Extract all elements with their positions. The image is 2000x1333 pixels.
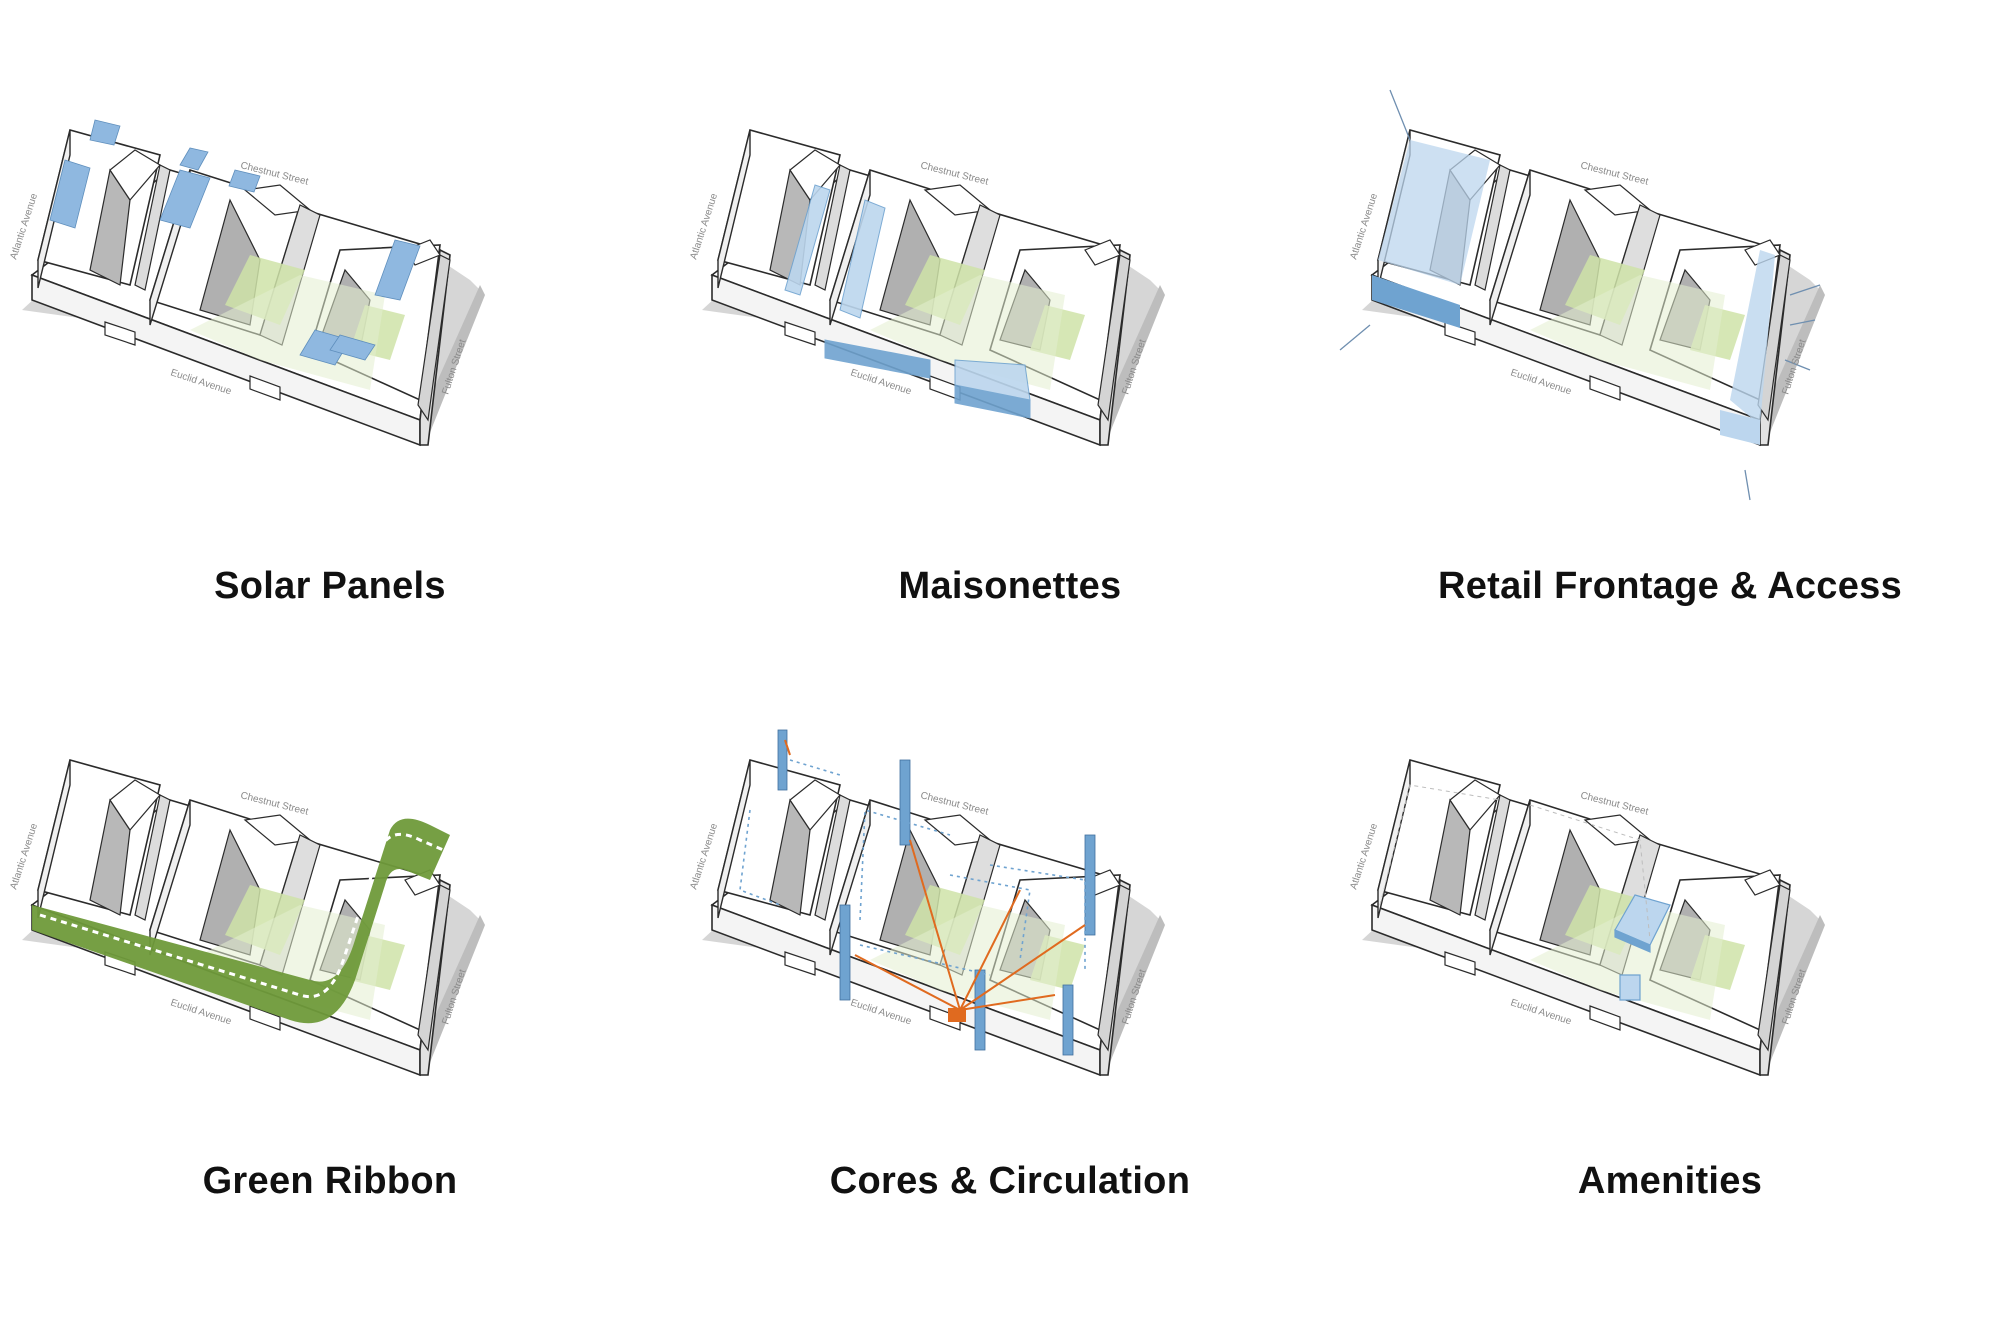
panel-cores-circulation: Chestnut Street Atlantic Avenue Euclid A… [688,690,1330,1210]
access-arrows-orange [784,739,1086,1011]
massing-diagram-retail: Chestnut Street Atlantic Avenue Euclid A… [1339,89,1826,501]
massing-diagram-amenities: Chestnut Street Atlantic Avenue Euclid A… [1348,759,1826,1076]
panel-title: Green Ribbon [202,1160,458,1202]
panel-title: Cores & Circulation [829,1160,1191,1202]
massing-diagram-maisonettes: Chestnut Street Atlantic Avenue Euclid A… [688,129,1166,446]
svg-text:Chestnut Street: Chestnut Street [1579,790,1649,818]
panel-title: Maisonettes [898,565,1122,607]
svg-text:Atlantic Avenue: Atlantic Avenue [1348,822,1380,891]
massing-diagram-green-ribbon: Chestnut Street Atlantic Avenue Euclid A… [8,759,486,1076]
svg-text:Atlantic Avenue: Atlantic Avenue [8,822,40,891]
svg-text:Chestnut Street: Chestnut Street [1579,160,1649,188]
massing-diagram-solar: Chestnut Street Atlantic Avenue Euclid A… [8,119,486,446]
svg-text:Atlantic Avenue: Atlantic Avenue [688,822,720,891]
svg-text:Chestnut Street: Chestnut Street [239,790,309,818]
dashed-outlines [1379,784,1651,941]
panel-green-ribbon: Chestnut Street Atlantic Avenue Euclid A… [8,690,650,1210]
circulation-paths [739,759,1086,976]
panel-title: Retail Frontage & Access [1437,565,1903,607]
panel-title: Amenities [1577,1160,1763,1202]
panel-title: Solar Panels [214,565,446,607]
svg-text:Atlantic Avenue: Atlantic Avenue [1348,192,1380,261]
svg-text:Atlantic Avenue: Atlantic Avenue [688,192,720,261]
entrance-icon [948,1008,966,1022]
elevator-core-icon [777,729,1096,1056]
access-arrows [1339,89,1821,501]
svg-text:Atlantic Avenue: Atlantic Avenue [8,192,40,261]
svg-text:Chestnut Street: Chestnut Street [919,160,989,188]
panel-retail-frontage: Chestnut Street Atlantic Avenue Euclid A… [1339,60,1990,607]
panel-maisonettes: Chestnut Street Atlantic Avenue Euclid A… [688,60,1330,607]
svg-text:Chestnut Street: Chestnut Street [919,790,989,818]
panel-amenities: Chestnut Street Atlantic Avenue Euclid A… [1348,690,1990,1210]
amenity-icon [1614,894,1671,1001]
ribbon-icon [32,818,456,1024]
panel-solar-panels: Chestnut Street Atlantic Avenue Euclid A… [8,60,650,607]
storefront-icon [1372,140,1775,445]
solar-icon [49,119,421,366]
massing-diagram-cores: Chestnut Street Atlantic Avenue Euclid A… [688,729,1166,1076]
maisonette-icon [784,184,1031,419]
